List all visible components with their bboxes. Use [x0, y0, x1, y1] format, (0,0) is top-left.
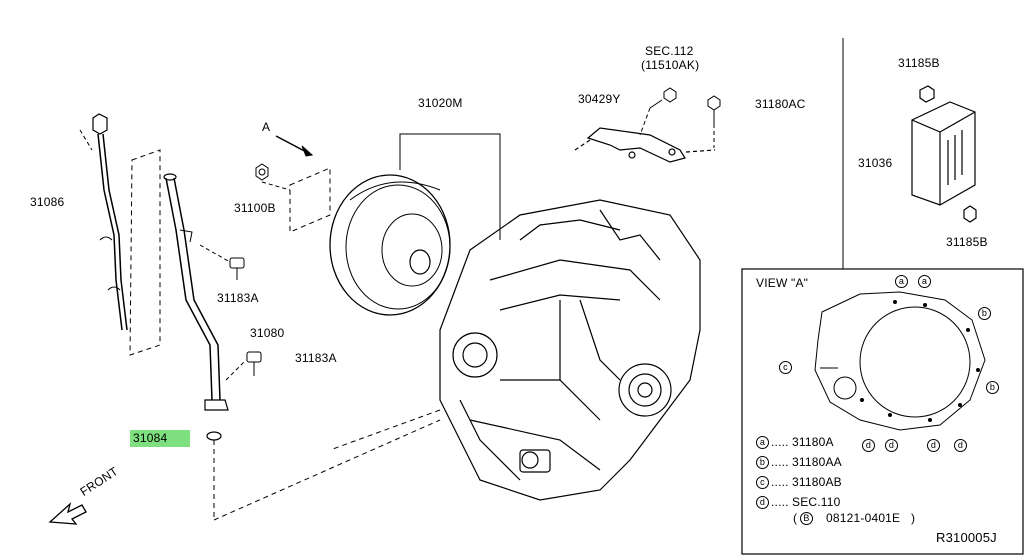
legend-key-bolt: B [800, 512, 813, 525]
label-31183a-top[interactable]: 31183A [217, 291, 259, 305]
legend-text-a[interactable]: 31180A [792, 435, 834, 449]
legend-text-d[interactable]: SEC.110 [792, 495, 841, 509]
label-sec112-sub: (11510AK) [641, 58, 700, 72]
o-ring [206, 431, 222, 441]
label-31084[interactable]: 31084 [130, 430, 190, 447]
bolt-31180ac [707, 95, 721, 148]
view-a-marker: A [262, 120, 271, 134]
charging-tube [163, 173, 229, 411]
diagram-code: R310005J [936, 530, 997, 545]
legend-text-c[interactable]: 31180AB [792, 475, 842, 489]
transaxle-body [439, 199, 701, 501]
view-a-title: VIEW "A" [756, 276, 809, 290]
label-31185b-bottom[interactable]: 31185B [946, 235, 988, 249]
control-module [911, 85, 977, 223]
label-30429y[interactable]: 30429Y [578, 92, 621, 106]
callout-d-2: d [885, 439, 898, 452]
view-a-housing [814, 291, 986, 431]
callout-b-1: b [978, 307, 991, 320]
view-a-frame [741, 268, 1024, 555]
view-a-bolt-holes [860, 300, 980, 422]
legend-text-bolt[interactable]: 08121-0401E [826, 511, 901, 525]
bolt-31183a-top [199, 244, 245, 280]
callout-d-1: d [862, 439, 875, 452]
callout-a-1: a [895, 275, 908, 288]
dipstick [79, 113, 128, 331]
bolt-11510ak [639, 87, 677, 136]
callout-b-2: b [986, 381, 999, 394]
legend-paren-close: ) [911, 511, 916, 525]
callout-a-2: a [918, 275, 931, 288]
label-31180ac[interactable]: 31180AC [755, 97, 806, 111]
callout-d-3: d [927, 439, 940, 452]
label-sec112[interactable]: SEC.112 [645, 44, 694, 58]
legend-key-b: b [756, 456, 769, 469]
legend-dots-b: ..... [771, 455, 789, 469]
label-31100b[interactable]: 31100B [234, 201, 276, 215]
legend-dots-d: ..... [771, 495, 789, 509]
legend-paren-open: ( [793, 511, 798, 525]
nut-31100b [255, 163, 269, 181]
legend-dots-c: ..... [771, 475, 789, 489]
callout-c: c [779, 361, 792, 374]
label-31185b-top[interactable]: 31185B [898, 56, 940, 70]
bracket-30429y [574, 127, 716, 163]
label-31036[interactable]: 31036 [858, 156, 893, 170]
legend-key-a: a [756, 436, 769, 449]
legend-text-b[interactable]: 31180AA [792, 455, 842, 469]
label-31020m[interactable]: 31020M [418, 96, 463, 110]
label-31080[interactable]: 31080 [250, 326, 285, 340]
bolt-31183a-bottom [225, 351, 262, 381]
label-31086[interactable]: 31086 [30, 195, 65, 209]
callout-d-4: d [954, 439, 967, 452]
label-31183a-bottom[interactable]: 31183A [295, 351, 337, 365]
torque-converter [329, 174, 451, 316]
legend-key-c: c [756, 476, 769, 489]
dipstick-bracket [129, 149, 161, 356]
legend-dots-a: ..... [771, 435, 789, 449]
front-arrow [48, 502, 87, 525]
legend-key-d: d [756, 496, 769, 509]
